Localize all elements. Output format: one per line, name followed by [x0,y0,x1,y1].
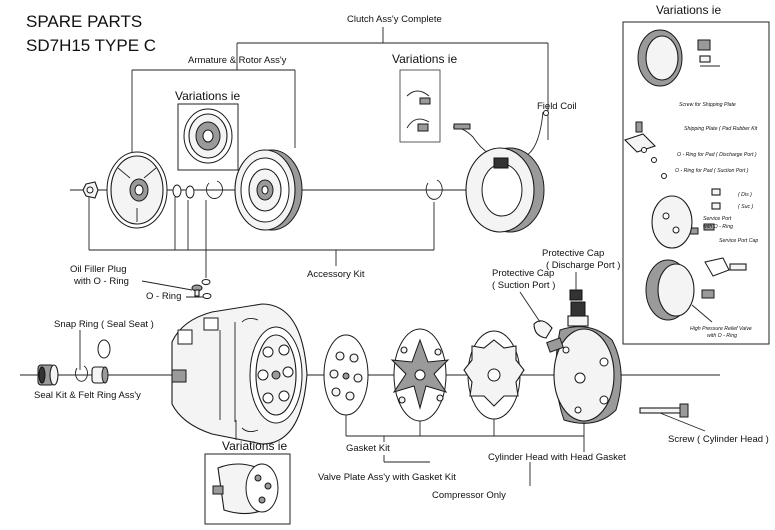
label-cap-suction-1: Protective Cap [492,268,554,279]
label-cylinder-head: Cylinder Head with Head Gasket [488,452,626,463]
label-variations-bottom: Variations ie [222,439,287,453]
label-variations-top: Variations ie [392,52,457,66]
label-compressor-only: Compressor Only [432,490,506,501]
label-variations-right: Variations ie [656,3,721,17]
label-screw-cylinder-head: Screw ( Cylinder Head ) [668,434,769,445]
label-armature-rotor: Armature & Rotor Ass'y [188,55,287,66]
nut-part [82,181,99,199]
sp-service-port-1: Service Port [703,216,732,222]
cylinder-head-screw [639,403,706,432]
variations-compressor-box [204,453,291,525]
armature-plate [106,151,168,229]
label-oil-filler-1: Oil Filler Plug [70,264,127,275]
seal-kit-part [37,339,111,386]
label-snap-ring: Snap Ring ( Seal Seat ) [54,319,154,330]
label-field-coil: Field Coil [537,101,577,112]
label-oil-filler-2: with O - Ring [73,276,129,287]
rotor-pulley [234,149,303,231]
label-cap-suction-2: ( Suction Port ) [492,280,555,291]
snap-ring-clutch [425,179,443,200]
title-line-1: SPARE PARTS [26,12,142,31]
label-cap-discharge-2: ( Discharge Port ) [546,260,620,271]
label-cap-discharge-1: Protective Cap [542,248,604,259]
variations-harness-group [399,69,441,143]
field-coil-part [452,110,549,233]
sp-service-port-2: with O - Ring [703,224,733,230]
bottom-leader-lines [346,422,585,486]
sp-o-ring-discharge: O - Ring for Pad ( Discharge Port ) [677,152,757,158]
protective-caps [519,272,583,339]
valve-plate-part [390,328,450,436]
label-seal-kit: Seal Kit & Felt Ring Ass'y [34,390,141,401]
label-o-ring: O - Ring [146,291,181,302]
label-variations-armature: Variations ie [175,89,240,103]
shims-washers [172,180,223,199]
armature-variations-box [177,103,239,171]
sp-relief-valve-1: High Pressure Relief Valve [690,326,752,332]
sp-o-ring-suction: O - Ring for Pad ( Suction Port ) [675,168,749,174]
gasket-part [323,334,369,436]
head-gasket-part [463,330,525,436]
clutch-leader-lines [131,27,549,152]
sp-suc: ( Suc ) [738,204,754,210]
sp-relief-valve-2: with O - Ring [707,333,737,339]
sp-dis: ( Dis ) [738,192,752,198]
side-panel [622,21,770,345]
sp-screw-shipping-plate: Screw for Shipping Plate [679,102,736,108]
accessory-kit-leader [88,197,435,266]
label-gasket-kit: Gasket Kit [346,443,390,454]
label-clutch-assy: Clutch Ass'y Complete [347,14,442,25]
sp-service-port-cap: Service Port Cap [719,238,758,244]
oil-filler-plug-part [141,250,212,299]
compressor-body [171,303,308,445]
label-valve-plate: Valve Plate Ass'y with Gasket Kit [318,472,456,483]
sp-shipping-plate: Shipping Plate ( Pad Rubber Kit [684,126,758,132]
cylinder-head-part [546,301,622,424]
title-line-2: SD7H15 TYPE C [26,36,156,55]
label-accessory-kit: Accessory Kit [307,269,365,280]
